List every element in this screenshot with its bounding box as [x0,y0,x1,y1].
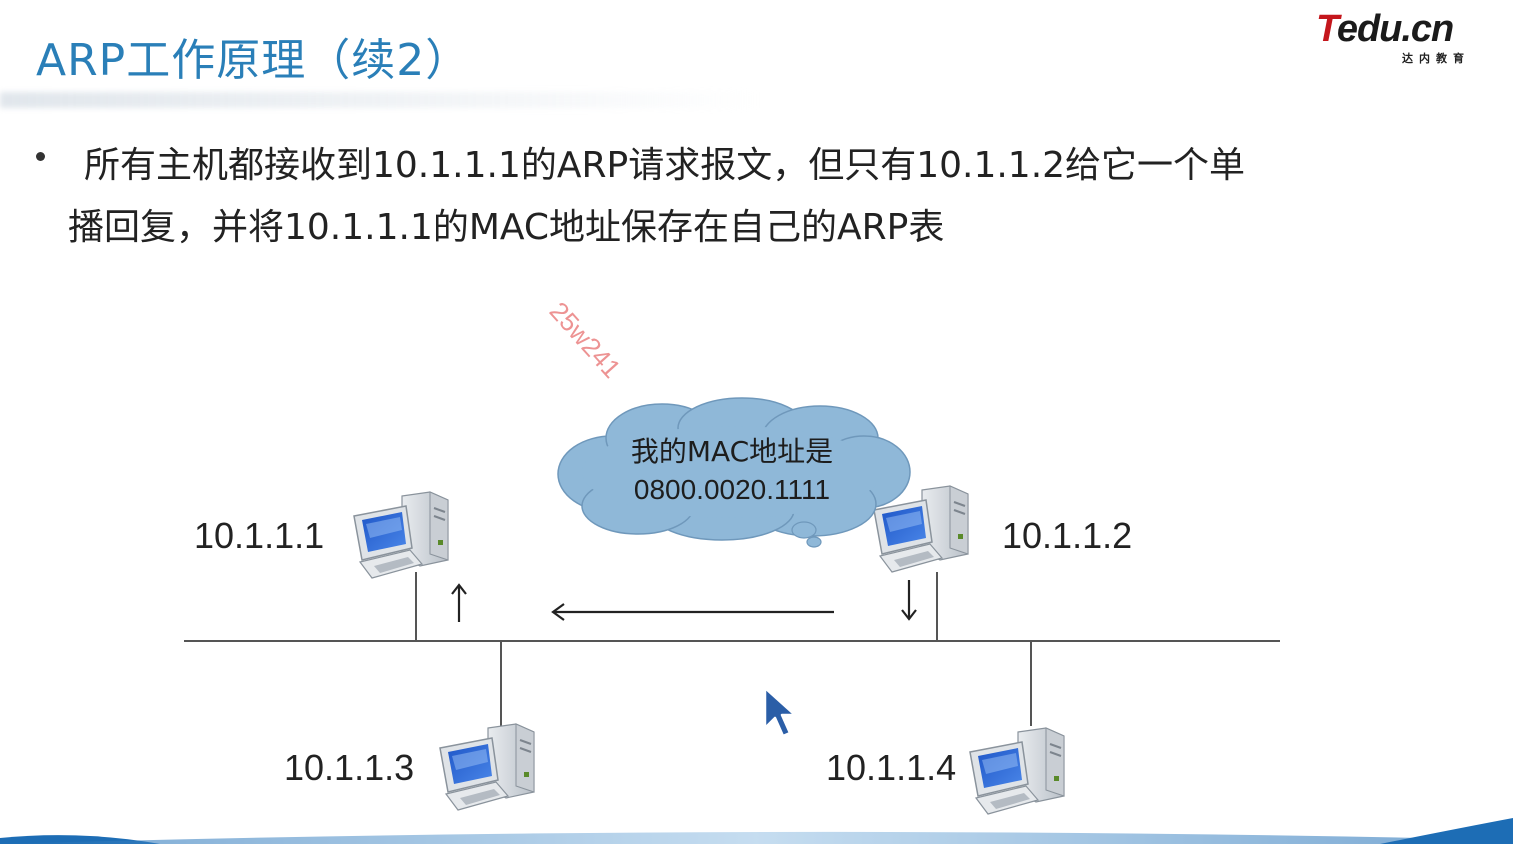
bullet-text-line2: 播回复，并将10.1.1.1的MAC地址保存在自己的ARP表 [68,210,944,246]
watermark: 25w241 [543,296,627,384]
drop-line-host-1 [415,572,417,640]
arrow-left-icon [550,600,836,624]
arrow-up-icon [448,582,470,624]
network-bus-line [184,640,1280,642]
cloud-text-line2: 0800.0020.1111 [552,476,912,504]
arrow-down-icon [898,578,920,622]
host-label-1: 10.1.1.1 [194,518,324,554]
bullet-dot [36,152,45,161]
computer-graphic [438,722,538,814]
mouse-cursor-icon [762,686,798,738]
host-label-3: 10.1.1.3 [284,750,414,786]
tedu-logo: Tedu.cn 达内教育 [1316,8,1476,68]
bottom-decorative-band [0,814,1513,844]
drop-line-host-4 [1030,642,1032,726]
logo-subtitle: 达内教育 [1402,50,1470,66]
computer-icon [438,722,538,814]
drop-line-host-2 [936,572,938,640]
drop-line-host-3 [500,642,502,726]
cloud-text-line1: 我的MAC地址是 [552,438,912,466]
computer-icon [968,726,1068,818]
computer-graphic [352,490,452,582]
host-label-2: 10.1.1.2 [1002,518,1132,554]
computer-graphic [968,726,1068,818]
computer-icon [352,490,452,582]
bullet-text-line1: 所有主机都接收到10.1.1.1的ARP请求报文，但只有10.1.1.2给它一个… [84,148,1245,184]
logo-wordmark: Tedu.cn [1316,8,1453,51]
title-underline-shadow [0,92,760,108]
slide-title: ARP工作原理（续2） [36,24,470,88]
host-label-4: 10.1.1.4 [826,750,956,786]
speech-cloud: 我的MAC地址是 0800.0020.1111 [552,396,912,552]
